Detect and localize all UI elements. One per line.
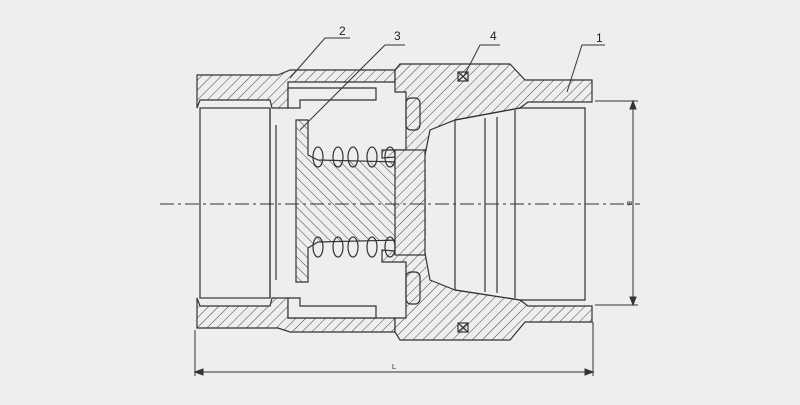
guide-stem — [394, 149, 426, 256]
leader-4 — [463, 44, 500, 77]
seat-housing-bottom — [287, 297, 377, 319]
diameter-arrow-top — [629, 99, 637, 110]
callout-label-1: 1 — [596, 31, 603, 45]
callout-label-2: 2 — [339, 24, 346, 38]
o-ring-bottom — [457, 322, 469, 333]
leader-2 — [289, 37, 350, 79]
callout-label-3: 3 — [394, 29, 401, 43]
length-arrow-left — [193, 368, 204, 376]
length-arrow-right — [584, 368, 595, 376]
leader-3 — [299, 44, 405, 131]
right-bore — [454, 107, 586, 301]
callout-label-4: 4 — [490, 29, 497, 43]
diameter-arrow-bottom — [629, 296, 637, 307]
left-bore — [199, 107, 271, 299]
o-ring-top — [457, 71, 469, 82]
spring-bottom — [312, 236, 396, 258]
retainer-top — [405, 97, 421, 131]
length-label: L — [392, 364, 396, 371]
retainer-bottom — [405, 271, 421, 305]
spring-top — [312, 146, 396, 168]
leader-1 — [566, 44, 605, 93]
diameter-label: B — [625, 201, 632, 206]
right-body-top — [381, 63, 593, 159]
